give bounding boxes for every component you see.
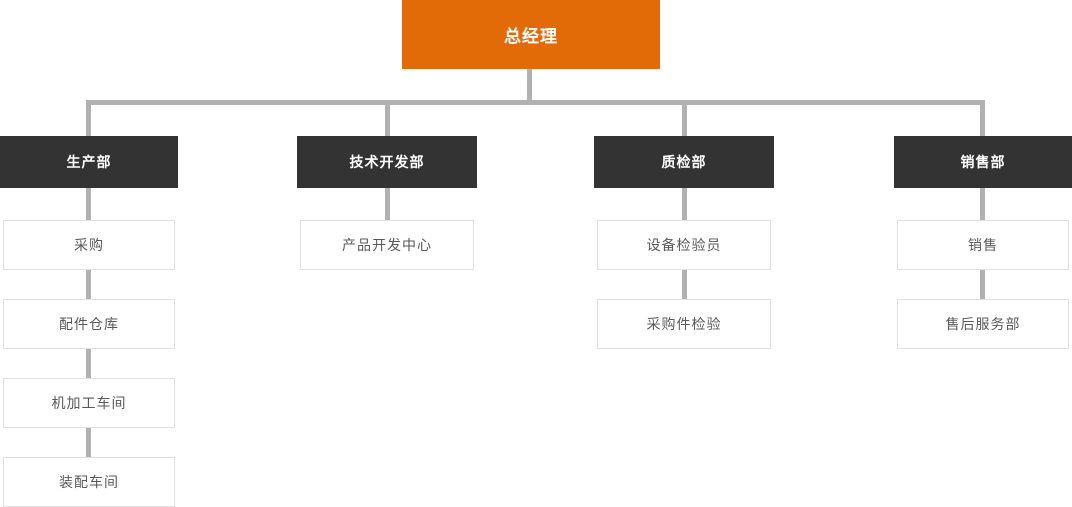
connector-line bbox=[86, 428, 91, 457]
child-node-sales: 销售 bbox=[897, 220, 1069, 270]
dept-node-sales: 销售部 bbox=[894, 136, 1072, 188]
connector-line bbox=[980, 270, 985, 299]
connector-line bbox=[385, 188, 390, 220]
connector-line bbox=[86, 349, 91, 378]
child-node-purchasing: 采购 bbox=[3, 220, 175, 270]
child-node-purchased-parts-inspection: 采购件检验 bbox=[597, 299, 771, 349]
connector-line bbox=[86, 270, 91, 299]
child-node-product-dev-center: 产品开发中心 bbox=[300, 220, 474, 270]
connector-horizontal-distributor bbox=[86, 100, 985, 105]
dept-node-qa: 质检部 bbox=[594, 136, 774, 188]
root-node-general-manager: 总经理 bbox=[402, 0, 660, 69]
connector-branch-production bbox=[86, 105, 91, 136]
connector-root-stem bbox=[527, 69, 532, 100]
connector-line bbox=[682, 188, 687, 220]
child-node-assembly-shop: 装配车间 bbox=[3, 457, 175, 507]
connector-line bbox=[980, 188, 985, 220]
child-node-equipment-inspector: 设备检验员 bbox=[597, 220, 771, 270]
connector-branch-qa bbox=[682, 105, 687, 136]
connector-line bbox=[682, 270, 687, 299]
dept-node-tech: 技术开发部 bbox=[297, 136, 477, 188]
child-node-parts-warehouse: 配件仓库 bbox=[3, 299, 175, 349]
dept-node-production: 生产部 bbox=[0, 136, 178, 188]
connector-branch-sales bbox=[980, 105, 985, 136]
child-node-machining-shop: 机加工车间 bbox=[3, 378, 175, 428]
child-node-after-sales-service: 售后服务部 bbox=[897, 299, 1069, 349]
connector-line bbox=[86, 188, 91, 220]
connector-branch-tech bbox=[385, 105, 390, 136]
